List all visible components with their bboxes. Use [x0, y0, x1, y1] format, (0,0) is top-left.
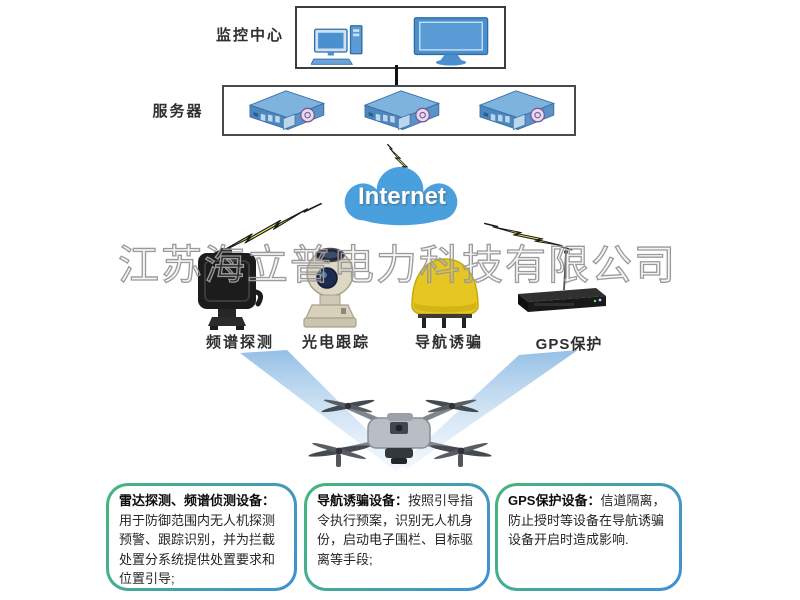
info-box-body: 按照引导指令执行预案，识别无人机身份，启动电子围栏、目标驱离等手段;	[317, 493, 474, 567]
info-box-content: 导航诱骗设备：按照引导指令执行预案，识别无人机身份，启动电子围栏、目标驱离等手段…	[307, 486, 487, 588]
info-box-body: 信道隔离，防止授时等设备在导航诱骗设备开启时造成影响.	[508, 493, 666, 547]
monitor-icon	[413, 17, 489, 66]
servers-box	[222, 85, 576, 136]
drone-icon	[308, 399, 492, 467]
propeller	[321, 399, 375, 413]
device-label-decoy: 导航诱骗	[414, 334, 483, 351]
eo-tracker-icon	[303, 247, 357, 328]
info-box-radar-spectrum: 雷达探测、频谱侦测设备： 用于防御范围内无人机探测预警、跟踪识别，并为拦截处置分系…	[106, 483, 297, 591]
info-box-content: 雷达探测、频谱侦测设备： 用于防御范围内无人机探测预警、跟踪识别，并为拦截处置分系…	[109, 486, 294, 588]
monitoring-center-label: 监控中心	[215, 27, 284, 44]
desktop-computer-icon	[311, 25, 363, 65]
spectrum-detector-icon	[198, 248, 264, 330]
cloud-icon	[344, 167, 458, 226]
info-box-title: 导航诱骗设备：	[317, 493, 409, 508]
info-box-title: GPS保护设备：	[508, 493, 601, 508]
info-box-title: 雷达探测、频谱侦测设备：	[119, 493, 276, 508]
gps-rack-icon	[518, 250, 606, 312]
server-icon	[353, 89, 449, 134]
monitoring-center-box	[295, 6, 506, 69]
info-box-nav-decoy: 导航诱骗设备：按照引导指令执行预案，识别无人机身份，启动电子围栏、目标驱离等手段…	[304, 483, 490, 591]
server-icon	[238, 89, 334, 134]
internet-label: Internet	[357, 183, 446, 210]
device-label-spectrum: 频谱探测	[205, 334, 274, 351]
nav-decoy-icon	[411, 258, 479, 328]
device-label-eo: 光电跟踪	[301, 334, 370, 351]
connector-line	[395, 65, 398, 86]
servers-label: 服务器	[152, 103, 204, 120]
device-label-gps: GPS保护	[535, 336, 603, 353]
info-box-content: GPS保护设备：信道隔离，防止授时等设备在导航诱骗设备开启时造成影响.	[498, 486, 679, 588]
propeller	[425, 399, 479, 413]
info-box-body: 用于防御范围内无人机探测预警、跟踪识别，并为拦截处置分系统提供处置要求和位置引导…	[119, 512, 276, 587]
info-box-gps-protect: GPS保护设备：信道隔离，防止授时等设备在导航诱骗设备开启时造成影响.	[495, 483, 682, 591]
server-icon	[468, 89, 564, 134]
